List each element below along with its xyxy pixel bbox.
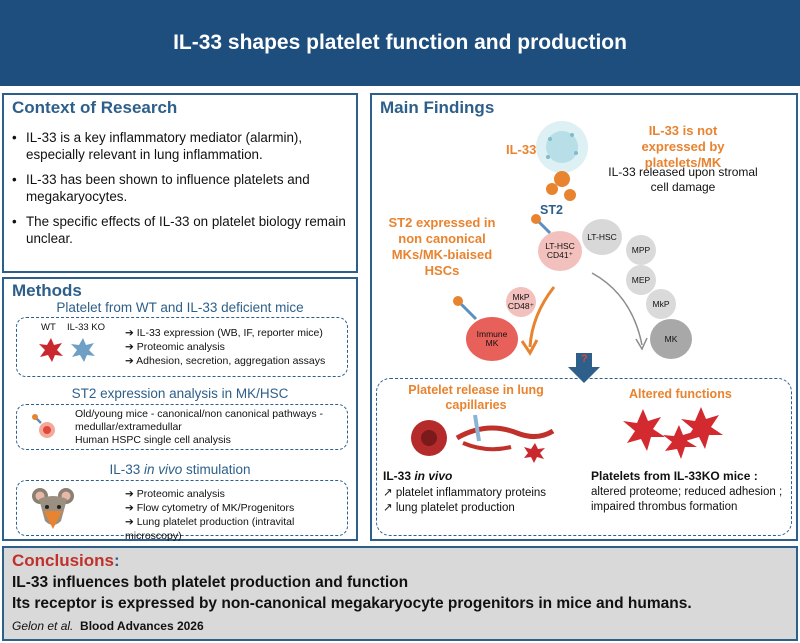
methods-line: medullar/extramedullar [75, 421, 182, 433]
context-bullets: IL-33 is a key inflammatory mediator (al… [10, 129, 356, 255]
st2-receptor-icon [531, 214, 552, 235]
down-arrow-icon [568, 353, 600, 383]
released-text: IL-33 released upon stromal cell damage [608, 165, 758, 194]
methods-title: Methods [12, 281, 82, 300]
heading-italic: in vivo [143, 462, 183, 477]
cell-label: MkP [512, 292, 530, 302]
citation-author: Gelon et al. [12, 619, 74, 633]
methods-section1-box: WT IL-33 KO IL-33 expression (WB, IF, re… [16, 317, 348, 377]
header-banner: IL-33 shapes platelet function and produ… [0, 0, 800, 86]
invivo-title-text: IL-33 [383, 469, 415, 483]
question-mark: ? [581, 353, 588, 365]
ko-label: IL-33 KO [67, 322, 106, 333]
cell-label: LT-HSC [587, 231, 617, 242]
context-panel: Context of Research IL-33 is a key infla… [2, 93, 358, 273]
methods-item: Flow cytometry of MK/Progenitors [125, 501, 347, 515]
mep-cell: MEP [626, 265, 656, 295]
citation: Gelon et al. Blood Advances 2026 [12, 619, 204, 633]
invivo-item: ↗ lung platelet production [383, 502, 515, 514]
methods-section1-heading: Platelet from WT and IL-33 deficient mic… [56, 300, 304, 315]
cell-label: MPP [631, 244, 651, 255]
invivo-title: IL-33 in vivo [383, 469, 452, 483]
wt-label: WT [41, 322, 56, 333]
cell-label: CD48⁺ [507, 301, 535, 311]
citation-journal: Blood Advances 2026 [80, 619, 204, 633]
methods-section2-heading: ST2 expression analysis in MK/HSC [71, 386, 289, 401]
methods-item: IL-33 expression (WB, IF, reporter mice) [125, 326, 325, 340]
ko-title: Platelets from IL-33KO mice : [591, 469, 758, 483]
findings-title: Main Findings [380, 98, 495, 117]
st2-receptor-small-icon [453, 296, 478, 321]
cell-label: MEP [631, 274, 651, 285]
altered-functions-text: Altered functions [629, 387, 732, 401]
methods-line: Old/young mice - canonical/non canonical… [75, 408, 324, 420]
platelet-release-text: Platelet release in lung capillaries [408, 383, 544, 412]
heading-text: IL-33 [109, 462, 144, 477]
invivo-item: ↗ platelet inflammatory proteins [383, 487, 547, 499]
cell-label: MK [485, 338, 499, 348]
methods-item: Adhesion, secretion, aggregation assays [125, 354, 325, 368]
il33-label: IL-33 [506, 142, 537, 157]
mpp-cell: MPP [626, 235, 656, 265]
wt-platelet-icon [39, 338, 63, 362]
not-expressed-text: IL-33 is not expressed by platelets/MK [641, 123, 725, 170]
conclusions-title: Conclusions: [12, 551, 120, 571]
methods-item: Proteomic analysis [125, 487, 347, 501]
mouse-icon [32, 488, 74, 529]
context-bullet: IL-33 is a key inflammatory mediator (al… [10, 129, 356, 163]
methods-section1-list: IL-33 expression (WB, IF, reporter mice)… [125, 326, 325, 368]
cell-label: LT-HSC [545, 241, 575, 251]
methods-line: Human HSPC single cell analysis [75, 434, 231, 446]
lineage-arrows [520, 272, 648, 356]
methods-panel: Methods Platelet from WT and IL-33 defic… [2, 277, 358, 542]
methods-section2-text: Old/young mice - canonical/non canonical… [75, 408, 323, 447]
mkp-right-cell: MkP [646, 289, 676, 319]
ko-text: altered proteome; reduced adhesion ; imp… [591, 486, 783, 513]
cell-label: MkP [652, 298, 670, 309]
cell-cluster-icon [32, 414, 55, 438]
methods-item: Lung platelet production (intravital mic… [125, 515, 347, 543]
findings-panel: Main Findings IL-33 IL-33 is not express… [370, 93, 798, 541]
lung-capillary-icon [411, 414, 555, 463]
methods-section3-heading: IL-33 in vivo stimulation [4, 462, 356, 477]
ko-platelet-icon [71, 338, 95, 362]
conclusions-title-text: Conclusions [12, 551, 115, 570]
cell-label: MK [664, 333, 678, 344]
page-title: IL-33 shapes platelet function and produ… [173, 31, 627, 54]
conclusions-colon: : [114, 551, 120, 570]
st2-expressed-text: ST2 expressed in non canonical MKs/MK-bi… [388, 215, 496, 278]
st2-label: ST2 [540, 203, 563, 217]
conclusion-line2: Its receptor is expressed by non-canonic… [12, 595, 692, 612]
il33-release-icon [536, 121, 588, 201]
heading-text: stimulation [182, 462, 251, 477]
methods-item: Proteomic analysis [125, 340, 325, 354]
methods-section3-list: Proteomic analysis Flow cytometry of MK/… [125, 487, 347, 543]
lthsc-cell: LT-HSC [582, 219, 622, 255]
conclusion-line1: IL-33 influences both platelet productio… [12, 574, 409, 591]
context-bullet: The specific effects of IL-33 on platele… [10, 213, 356, 247]
cell-label: Immune [476, 329, 508, 339]
conclusions-panel: Conclusions: IL-33 influences both plate… [2, 546, 798, 641]
context-title: Context of Research [12, 98, 178, 117]
mk-cell: MK [650, 319, 692, 359]
context-bullet: IL-33 has been shown to influence platel… [10, 171, 356, 205]
altered-platelets-icon [623, 407, 723, 459]
cell-label: CD41⁺ [546, 250, 574, 260]
methods-section2-box: Old/young mice - canonical/non canonical… [16, 404, 348, 450]
invivo-title-italic: in vivo [414, 469, 453, 483]
methods-section3-box: Proteomic analysis Flow cytometry of MK/… [16, 480, 348, 542]
findings-bottom-box: Platelet release in lung capillaries Alt… [376, 378, 792, 536]
